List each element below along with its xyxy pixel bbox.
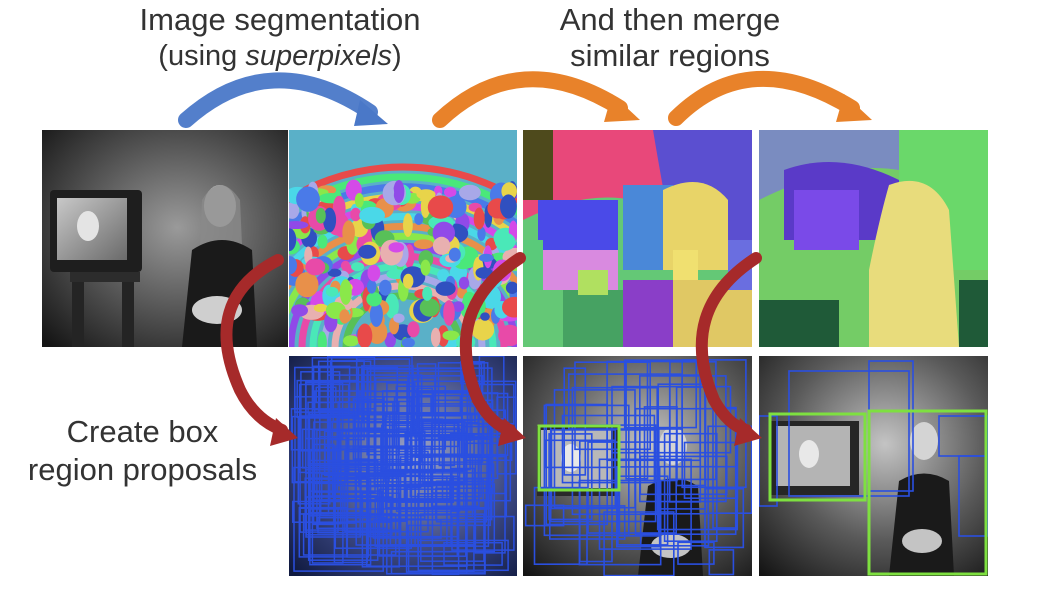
merge-heading-line2: similar regions [570, 38, 770, 73]
proposals-label-line1: Create box [66, 414, 219, 449]
proposals-label-line2: region proposals [27, 452, 258, 487]
merged-regions-2 [759, 130, 988, 347]
orange-arrow-1 [432, 71, 628, 128]
merged-regions-1 [523, 130, 752, 347]
proposals-medium [523, 356, 752, 576]
merge-heading-line1: And then merge [559, 2, 781, 37]
segmentation-heading-line2: (using superpixels) [158, 40, 402, 72]
proposals-fine [289, 356, 517, 576]
orange-arrow-2 [668, 70, 860, 126]
blue-arrow [178, 72, 378, 128]
original-photo [42, 130, 288, 347]
merge-heading: And then merge similar regions [520, 2, 820, 74]
segmentation-heading-line1: Image segmentation [139, 2, 421, 37]
proposals-coarse [759, 356, 988, 576]
superpixel-canvas [289, 130, 517, 347]
segmentation-heading: Image segmentation (using superpixels) [110, 2, 450, 74]
superpixel-segmentation [289, 130, 517, 347]
proposals-label: Create box region proposals [10, 413, 275, 489]
